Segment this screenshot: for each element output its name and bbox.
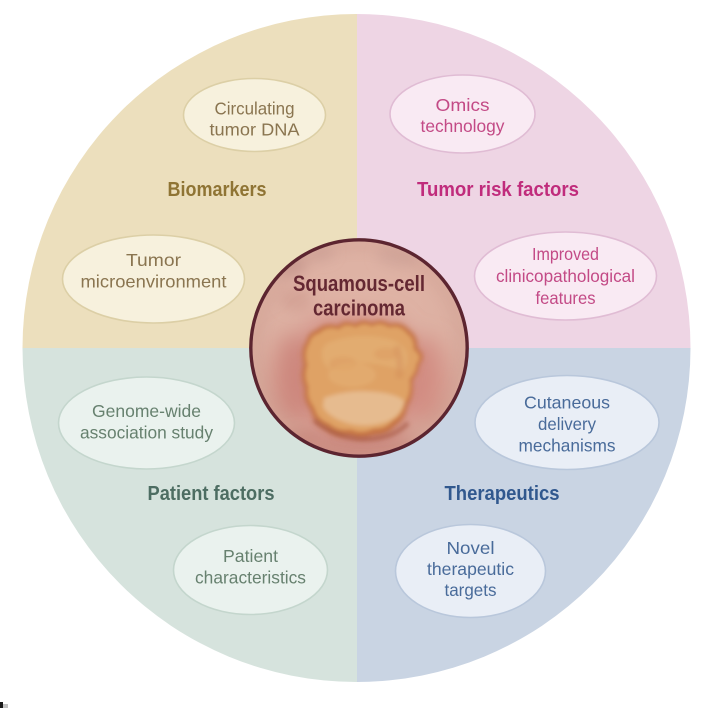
svg-text:features: features [536, 288, 596, 308]
svg-text:Biomarkers: Biomarkers [168, 179, 267, 201]
svg-text:targets: targets [445, 580, 497, 600]
svg-text:mechanisms: mechanisms [519, 436, 616, 456]
svg-text:Patient factors: Patient factors [148, 483, 275, 505]
svg-text:clinicopathological: clinicopathological [496, 266, 635, 286]
svg-text:characteristics: characteristics [195, 568, 306, 588]
svg-text:Therapeutics: Therapeutics [445, 483, 560, 505]
svg-text:therapeutic: therapeutic [427, 559, 514, 579]
svg-text:technology: technology [421, 116, 505, 136]
svg-text:Improved: Improved [532, 244, 599, 264]
svg-text:Circulating: Circulating [215, 99, 295, 119]
svg-text:Genome-wide: Genome-wide [92, 401, 201, 421]
svg-text:delivery: delivery [538, 414, 596, 434]
svg-text:Cutaneous: Cutaneous [524, 393, 610, 413]
svg-text:Omics: Omics [436, 95, 490, 115]
svg-text:tumor DNA: tumor DNA [210, 120, 300, 140]
svg-text:Tumor risk factors: Tumor risk factors [417, 179, 579, 201]
svg-text:Novel: Novel [447, 538, 495, 558]
svg-text:Squamous-cell: Squamous-cell [293, 271, 425, 296]
svg-text:Tumor: Tumor [126, 250, 181, 270]
svg-text:carcinoma: carcinoma [313, 296, 406, 321]
svg-text:Patient: Patient [223, 546, 278, 566]
svg-text:association study: association study [80, 423, 213, 443]
svg-text:microenvironment: microenvironment [81, 272, 227, 292]
